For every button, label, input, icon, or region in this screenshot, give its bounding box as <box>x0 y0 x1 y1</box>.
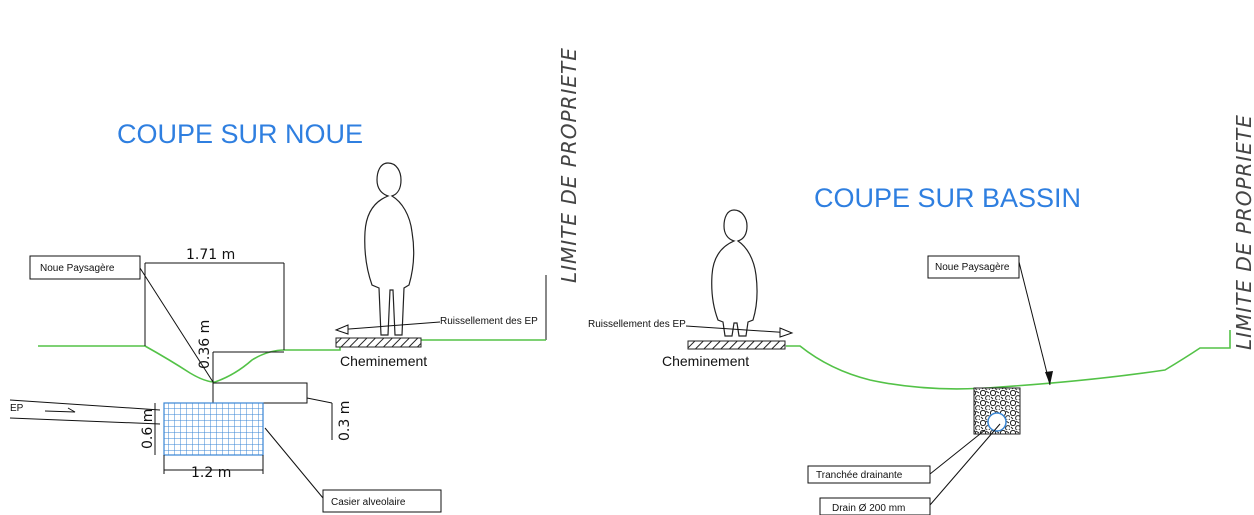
noue-runoff-line <box>335 321 441 331</box>
trench-label: Tranchée drainante <box>816 470 903 481</box>
noue-label-box <box>29 255 141 280</box>
drain-label: Drain Ø 200 mm <box>832 503 905 514</box>
dim-depth-label: 0.36 m <box>197 320 213 369</box>
bassin-section: COUPE SUR BASSIN LIMITE DE PROPRIETE Che… <box>588 114 1254 515</box>
drain-label-box <box>819 497 931 515</box>
person-silhouette-left <box>364 162 415 336</box>
bassin-runoff-label: Ruissellement des EP <box>588 319 686 330</box>
overflow-box <box>212 382 308 404</box>
dim-casier-height-label: 0.6 m <box>140 409 156 449</box>
noue-label: Noue Paysagère <box>40 263 115 274</box>
casier-alveolaire <box>163 402 264 456</box>
noue-ground-profile <box>38 339 546 383</box>
trench-leader-line <box>929 429 986 475</box>
bassin-runoff-arrowhead <box>779 327 794 338</box>
bassin-noue-label-box <box>927 255 1020 279</box>
bassin-noue-arrowhead <box>1045 371 1053 385</box>
casier-leader-line <box>264 427 324 499</box>
dim-offset-leader <box>306 397 333 404</box>
bassin-runoff-line <box>685 325 793 334</box>
noue-section: COUPE SUR NOUE LIMITE DE PROPRIETE Noue … <box>9 47 581 513</box>
bassin-section-title: COUPE SUR BASSIN <box>814 183 1081 213</box>
noue-runoff-arrowhead <box>334 324 349 335</box>
noue-section-title: COUPE SUR NOUE <box>117 119 363 149</box>
bassin-ground-profile <box>786 330 1231 390</box>
bassin-path-surface <box>687 340 786 350</box>
dim-casier-width-label: 1.2 m <box>191 465 231 481</box>
ep-pipe-top <box>9 399 161 411</box>
dim-width-label: 1.71 m <box>186 247 235 263</box>
trench-label-box <box>807 465 931 484</box>
drain-pipe <box>987 412 1007 432</box>
drain-leader-line <box>929 423 1001 506</box>
casier-label: Casier alveolaire <box>331 497 406 508</box>
ep-flow-arrow <box>44 407 76 413</box>
noue-property-limit-label: LIMITE DE PROPRIETE <box>557 47 581 283</box>
bassin-noue-leader <box>1018 261 1051 386</box>
bassin-property-limit-label: LIMITE DE PROPRIETE <box>1232 114 1254 350</box>
ep-pipe-bottom <box>9 417 161 425</box>
bassin-noue-label: Noue Paysagère <box>935 262 1010 273</box>
noue-path-surface <box>335 337 422 348</box>
person-silhouette-right <box>711 209 758 337</box>
noue-path-label: Cheminement <box>340 353 427 369</box>
noue-leader-line <box>139 267 214 383</box>
noue-runoff-label: Ruissellement des EP <box>440 316 538 327</box>
bassin-path-label: Cheminement <box>662 353 749 369</box>
ep-label: EP <box>10 403 24 414</box>
dim-offset-label: 0.3 m <box>337 401 353 441</box>
casier-label-box <box>322 489 442 513</box>
